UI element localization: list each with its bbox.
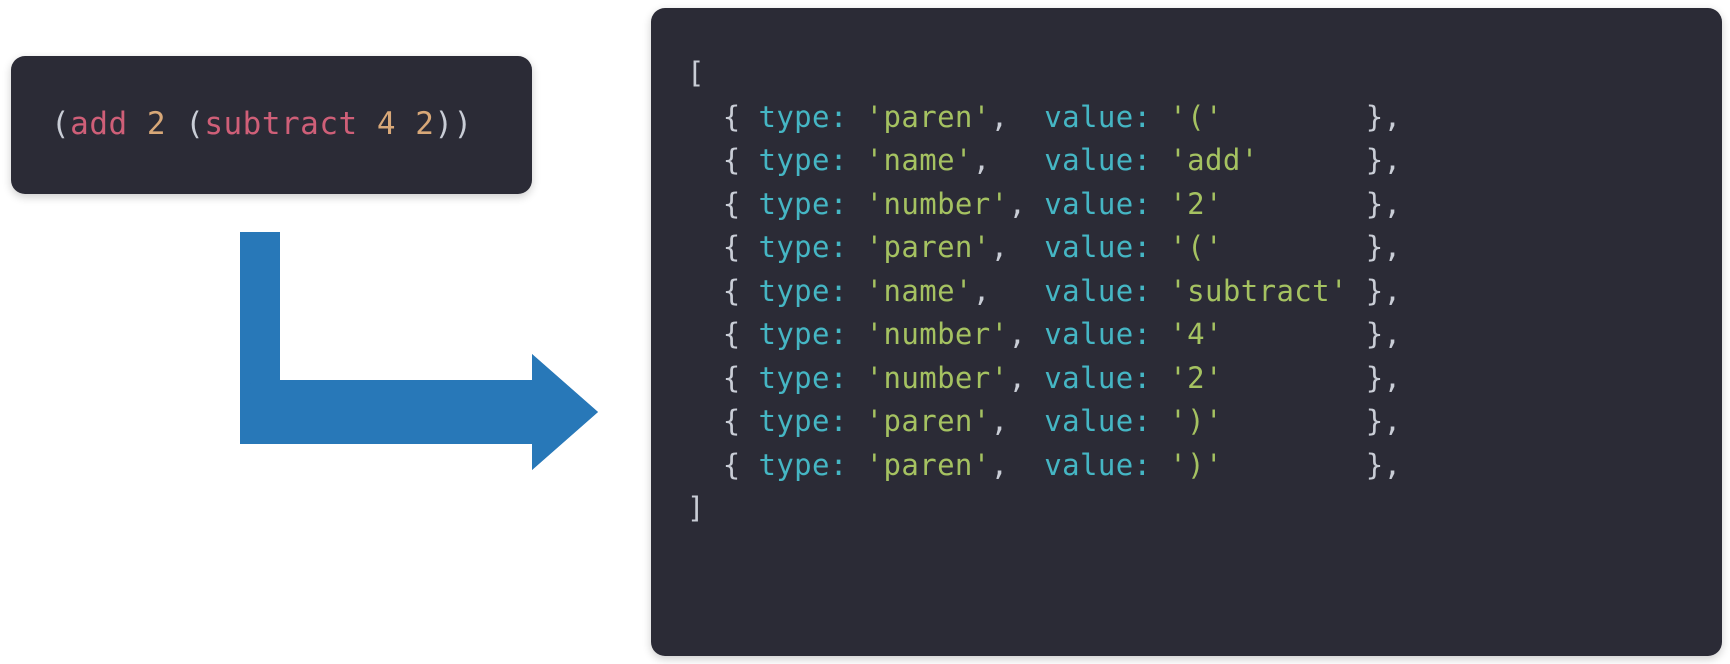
token-type-comma: ,: [1008, 186, 1045, 221]
token-value-value: '2': [1169, 186, 1223, 221]
token-value-key: value:: [1044, 360, 1170, 395]
token-type-comma: ,: [1008, 360, 1045, 395]
token-array-text: [ { type: 'paren', value: '(' }, { type:…: [651, 52, 1722, 531]
array-open-bracket: [: [687, 56, 705, 90]
token-close-brace: },: [1365, 143, 1402, 177]
token-type-value: 'number': [865, 186, 1009, 221]
token-open-brace: {: [687, 230, 759, 264]
token-open-brace: {: [687, 99, 759, 134]
source-code-panel: (add 2 (subtract 4 2)): [11, 56, 532, 194]
token-open-brace: {: [687, 360, 759, 395]
token-type-comma: ,: [1008, 317, 1045, 351]
token-open-brace: {: [687, 447, 759, 482]
token-array-panel: [ { type: 'paren', value: '(' }, { type:…: [651, 8, 1722, 656]
token-type-comma: ,: [990, 447, 1045, 482]
token-type-value: 'paren': [865, 99, 991, 134]
token-type-value: 'number': [865, 317, 1009, 351]
token-type-key: type:: [758, 99, 866, 134]
token-open-brace: {: [687, 273, 759, 308]
token-value-value: '2': [1169, 360, 1223, 395]
token-type-value: 'name': [865, 143, 973, 177]
token-row: { type: 'paren', value: '(' },: [687, 96, 1722, 140]
token-value-value: '(': [1169, 99, 1223, 134]
token-value-key: value:: [1044, 273, 1170, 308]
token-type-value: 'paren': [865, 404, 991, 438]
token-value-key: value:: [1044, 99, 1170, 134]
token-close-brace: },: [1365, 230, 1402, 264]
token-type-comma: ,: [972, 273, 1045, 308]
source-token-space: [166, 106, 185, 142]
array-close-bracket: ]: [687, 491, 705, 525]
token-type-key: type:: [758, 143, 866, 177]
token-value-key: value:: [1044, 143, 1170, 177]
token-row: { type: 'paren', value: ')' },: [687, 444, 1722, 488]
source-token-paren: (: [51, 106, 71, 143]
source-token-space: [128, 106, 147, 142]
token-row: { type: 'number', value: '4' },: [687, 313, 1722, 357]
source-token-paren: (: [185, 106, 205, 143]
token-type-value: 'number': [865, 360, 1009, 395]
token-type-key: type:: [758, 273, 866, 308]
token-value-value: ')': [1169, 404, 1223, 438]
source-token-space: [358, 106, 377, 142]
token-row: { type: 'paren', value: '(' },: [687, 226, 1722, 270]
source-code-text: (add 2 (subtract 4 2)): [11, 106, 473, 143]
token-type-key: type:: [758, 447, 866, 482]
flow-arrow-icon: [240, 232, 598, 470]
token-open-brace: {: [687, 186, 759, 221]
source-token-paren: ): [453, 106, 473, 143]
source-token-number: 4: [376, 106, 397, 143]
token-row: { type: 'number', value: '2' },: [687, 357, 1722, 401]
token-type-value: 'paren': [865, 230, 991, 264]
token-type-comma: ,: [990, 404, 1045, 438]
token-value-key: value:: [1044, 404, 1170, 438]
token-type-value: 'paren': [865, 447, 991, 482]
token-close-brace: },: [1365, 404, 1402, 438]
token-value-value: 'add': [1169, 143, 1259, 177]
token-type-comma: ,: [990, 230, 1045, 264]
token-type-key: type:: [758, 404, 866, 438]
token-value-value: 'subtract': [1169, 273, 1348, 308]
token-value-key: value:: [1044, 447, 1170, 482]
token-value-key: value:: [1044, 317, 1170, 351]
token-row: { type: 'number', value: '2' },: [687, 183, 1722, 227]
token-open-brace: {: [687, 404, 759, 438]
token-value-key: value:: [1044, 230, 1170, 264]
token-value-value: '4': [1169, 317, 1223, 351]
source-token-name: add: [70, 106, 128, 143]
token-type-key: type:: [758, 317, 866, 351]
token-type-comma: ,: [990, 99, 1045, 134]
token-close-brace: },: [1365, 186, 1402, 221]
token-close-brace: },: [1365, 447, 1402, 482]
token-close-brace: },: [1365, 360, 1402, 395]
source-token-space: [396, 106, 415, 142]
token-type-key: type:: [758, 186, 866, 221]
token-value-key: value:: [1044, 186, 1170, 221]
token-close-brace: },: [1365, 99, 1402, 134]
token-type-value: 'name': [865, 273, 973, 308]
token-open-brace: {: [687, 317, 759, 351]
source-token-name: subtract: [204, 106, 358, 143]
token-close-brace: },: [1365, 317, 1402, 351]
token-type-key: type:: [758, 230, 866, 264]
token-value-value: '(': [1169, 230, 1223, 264]
token-value-value: ')': [1169, 447, 1223, 482]
token-row: { type: 'name', value: 'add' },: [687, 139, 1722, 183]
token-type-comma: ,: [972, 143, 1045, 177]
token-row: { type: 'paren', value: ')' },: [687, 400, 1722, 444]
source-token-number: 2: [146, 106, 167, 143]
source-token-paren: ): [434, 106, 454, 143]
token-close-brace: },: [1365, 273, 1402, 308]
source-token-number: 2: [415, 106, 435, 143]
token-row: { type: 'name', value: 'subtract' },: [687, 270, 1722, 314]
token-open-brace: {: [687, 143, 759, 177]
token-type-key: type:: [758, 360, 866, 395]
